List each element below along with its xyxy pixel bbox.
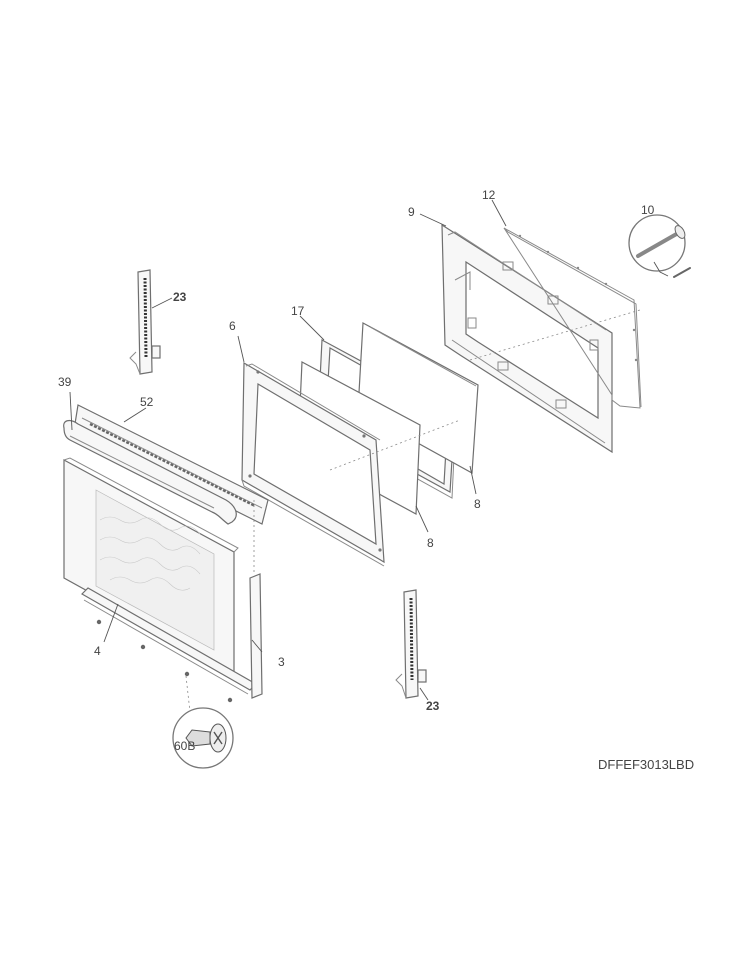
callout-9: 9 <box>408 205 415 219</box>
part-10-hinge-pin-detail <box>628 214 691 278</box>
part-4-outer-door-panel <box>63 457 239 674</box>
part-23-hinge-upper <box>129 269 173 375</box>
alignment-lines <box>185 309 641 713</box>
door-screws <box>96 619 233 703</box>
part-9-inner-door-frame <box>441 223 613 454</box>
callout-4: 4 <box>94 644 101 658</box>
part-23-hinge-lower <box>395 589 429 701</box>
callout-8-rear: 8 <box>474 497 481 511</box>
callout-12: 12 <box>482 188 496 202</box>
callout-3: 3 <box>278 655 285 669</box>
callout-labels: 9 12 10 17 6 23 39 52 8 8 4 3 23 60B <box>58 188 655 753</box>
callout-23-lower: 23 <box>426 699 440 713</box>
callout-17: 17 <box>291 304 305 318</box>
callout-23-upper: 23 <box>173 290 187 304</box>
callout-8-middle: 8 <box>427 536 434 550</box>
callout-39: 39 <box>58 375 72 389</box>
part-6-door-liner-frame <box>241 361 385 567</box>
callout-leaders <box>69 199 507 653</box>
part-60b-screw-detail <box>172 707 234 769</box>
callout-6: 6 <box>229 319 236 333</box>
diagram-code: DFFEF3013LBD <box>598 757 694 772</box>
callout-52: 52 <box>140 395 154 409</box>
callout-10: 10 <box>641 203 655 217</box>
part-3-door-trim <box>81 573 263 699</box>
callout-60b: 60B <box>174 739 195 753</box>
part-8-rear-glass <box>357 322 479 474</box>
part-39-door-handle <box>63 419 237 525</box>
part-12-door-gasket <box>503 227 642 409</box>
